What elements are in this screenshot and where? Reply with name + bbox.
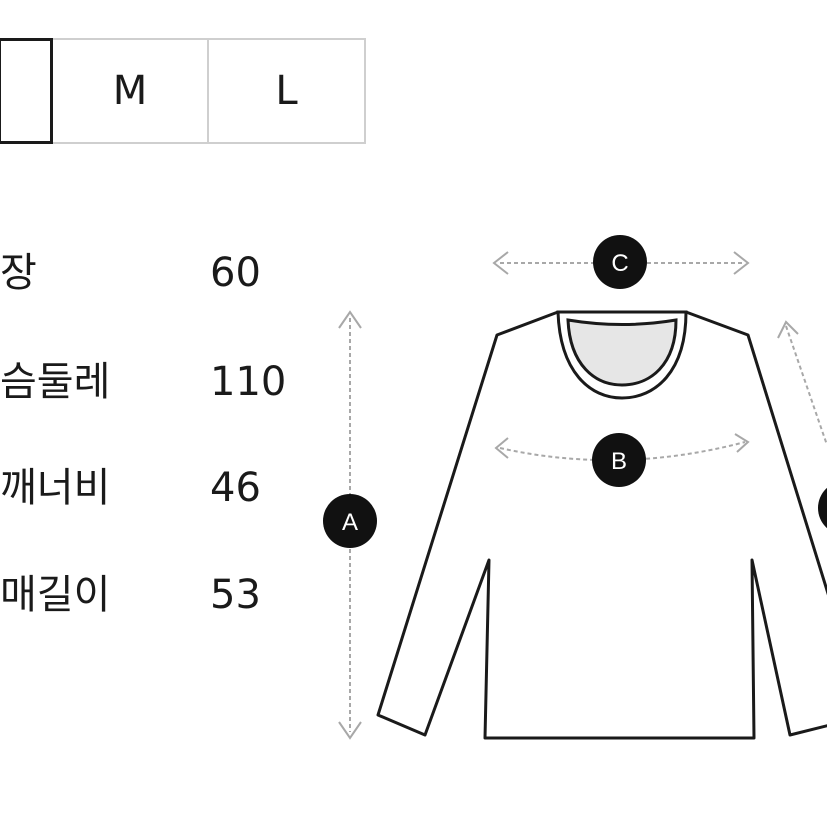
sweater-outline xyxy=(376,310,827,740)
size-tab-bar: M L xyxy=(0,38,366,144)
marker-b: B xyxy=(592,433,646,487)
measurement-value: 46 xyxy=(210,465,261,511)
measurement-label: 깨너비 xyxy=(0,465,111,511)
marker-b-label: B xyxy=(611,448,627,475)
marker-c-label: C xyxy=(611,250,628,277)
marker-c: C xyxy=(593,235,647,289)
size-tab-selected[interactable] xyxy=(0,38,53,144)
marker-a: A xyxy=(323,494,377,548)
marker-a-label: A xyxy=(342,509,358,536)
measurement-value: 110 xyxy=(210,359,287,405)
measurement-value: 60 xyxy=(210,250,261,296)
size-tab-m[interactable]: M xyxy=(53,38,209,144)
measurement-label: 매길이 xyxy=(0,572,111,618)
measurement-label: 장 xyxy=(0,250,37,296)
size-tab-l[interactable]: L xyxy=(209,38,366,144)
garment-measurement-diagram: A B C xyxy=(323,235,827,740)
marker-sleeve xyxy=(818,487,827,529)
measurement-label: 슴둘레 xyxy=(0,359,111,405)
measurement-value: 53 xyxy=(210,572,261,618)
neck-inner xyxy=(566,318,678,387)
